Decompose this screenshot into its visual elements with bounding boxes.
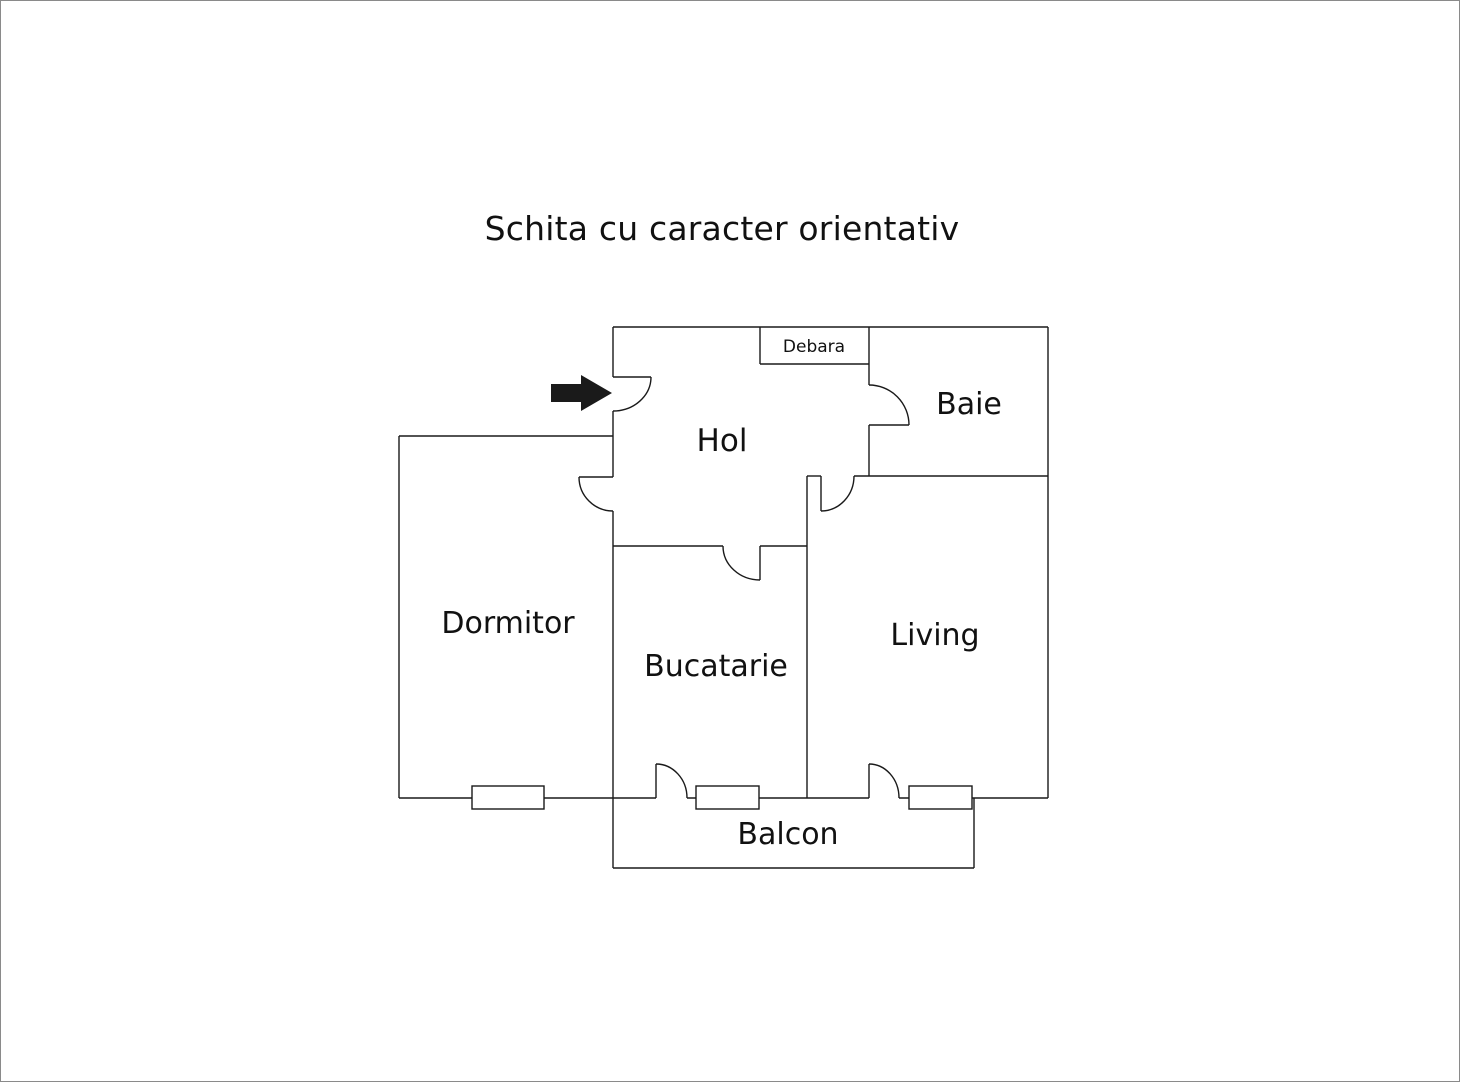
arrow-right-icon	[551, 375, 612, 411]
walls	[398, 326, 1049, 869]
room-label-bucatarie: Bucatarie	[644, 649, 788, 684]
living-balcony-door	[868, 763, 900, 799]
bucatarie-balcony-door	[655, 763, 688, 799]
room-label-dormitor: Dormitor	[441, 606, 575, 641]
living-window	[908, 785, 973, 810]
room-label-balcon: Balcon	[737, 817, 838, 852]
room-label-baie: Baie	[936, 387, 1002, 422]
doors	[578, 376, 910, 799]
windows	[471, 785, 973, 810]
bucatarie-window	[695, 785, 760, 810]
room-label-living: Living	[890, 618, 979, 653]
plan-title: Schita cu caracter orientativ	[484, 209, 960, 248]
dormitor-door	[578, 476, 614, 512]
baie-door	[868, 384, 910, 426]
room-label-debara: Debara	[783, 337, 845, 357]
room-label-hol: Hol	[697, 423, 748, 459]
bucatarie-door	[722, 545, 761, 581]
entrance-door	[612, 376, 652, 412]
dormitor-window	[471, 785, 545, 810]
living-door	[820, 475, 855, 512]
